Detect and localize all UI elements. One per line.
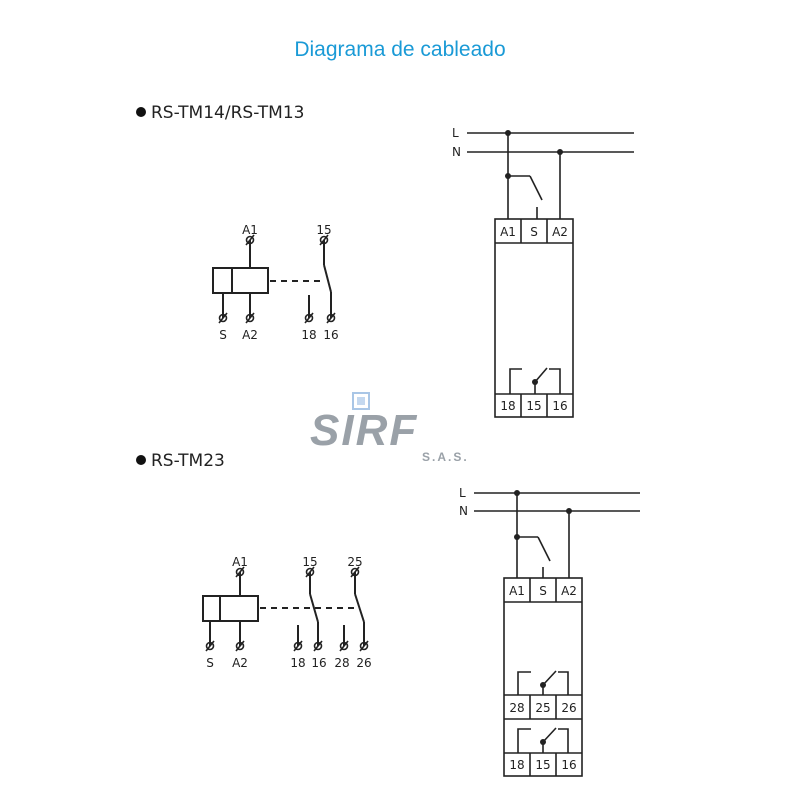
bullet-icon — [136, 455, 146, 465]
terminal-icons — [205, 566, 369, 652]
line-label: N — [452, 145, 461, 159]
switch — [537, 536, 551, 562]
output-contact — [534, 367, 548, 383]
page-title: Diagrama de cableado — [294, 38, 506, 61]
output-contact-2 — [542, 670, 557, 686]
terminal-label: S — [539, 584, 547, 598]
terminal-label: S — [530, 225, 538, 239]
terminal-label: S — [219, 328, 227, 342]
terminal-label: A2 — [242, 328, 258, 342]
logo-name: SIRF — [310, 406, 419, 455]
terminal-label: 16 — [561, 758, 576, 772]
switch — [529, 175, 543, 201]
terminal-label: A1 — [232, 555, 248, 569]
section-label: RS-TM23 — [151, 451, 225, 471]
terminal-label: 16 — [552, 399, 567, 413]
line-label: N — [459, 504, 468, 518]
terminal-label: 15 — [316, 223, 331, 237]
terminal-label: 18 — [509, 758, 524, 772]
junction-dots — [505, 130, 572, 745]
terminal-label: A2 — [561, 584, 577, 598]
terminal-label: 26 — [356, 656, 371, 670]
terminal-label: A1 — [242, 223, 258, 237]
terminal-label: 16 — [323, 328, 338, 342]
terminal-label: 28 — [334, 656, 349, 670]
logo-suffix: S.A.S. — [422, 450, 469, 464]
section-heading-rs-tm14: RS-TM14/RS-TM13 — [136, 103, 304, 123]
terminal-label: A2 — [232, 656, 248, 670]
terminal-label: 28 — [509, 701, 524, 715]
relay-coil — [212, 267, 269, 294]
terminal-label: 15 — [302, 555, 317, 569]
terminal-label: 15 — [535, 758, 550, 772]
terminal-label: A1 — [509, 584, 525, 598]
output-contact-1 — [542, 727, 557, 743]
wiring-2 — [474, 492, 640, 777]
relay-coil — [202, 595, 259, 622]
logo-mark-icon — [352, 392, 370, 410]
changeover-contact-1 — [309, 593, 319, 623]
terminal-label: S — [206, 656, 214, 670]
terminal-label: 18 — [301, 328, 316, 342]
line-label: L — [459, 486, 466, 500]
terminal-label: A1 — [500, 225, 516, 239]
schematic-symbol-1 — [212, 234, 336, 324]
terminal-label: 25 — [347, 555, 362, 569]
terminal-label: 26 — [561, 701, 576, 715]
section-label: RS-TM14/RS-TM13 — [151, 103, 305, 123]
terminal-icons — [218, 234, 336, 324]
terminal-label: 18 — [500, 399, 515, 413]
watermark-logo: SIRF S.A.S. — [310, 392, 490, 467]
bullet-icon — [136, 107, 146, 117]
changeover-contact-2 — [354, 593, 365, 623]
relay-housing — [503, 577, 583, 777]
relay-housing — [494, 218, 574, 418]
section-heading-rs-tm23: RS-TM23 — [136, 451, 225, 471]
terminal-label: 25 — [535, 701, 550, 715]
terminal-label: 15 — [526, 399, 541, 413]
terminal-label: 16 — [311, 656, 326, 670]
schematic-symbol-2 — [202, 566, 369, 652]
terminal-label: 18 — [290, 656, 305, 670]
terminal-label: A2 — [552, 225, 568, 239]
wiring-1 — [467, 132, 634, 418]
line-label: L — [452, 126, 459, 140]
changeover-contact — [323, 264, 332, 293]
